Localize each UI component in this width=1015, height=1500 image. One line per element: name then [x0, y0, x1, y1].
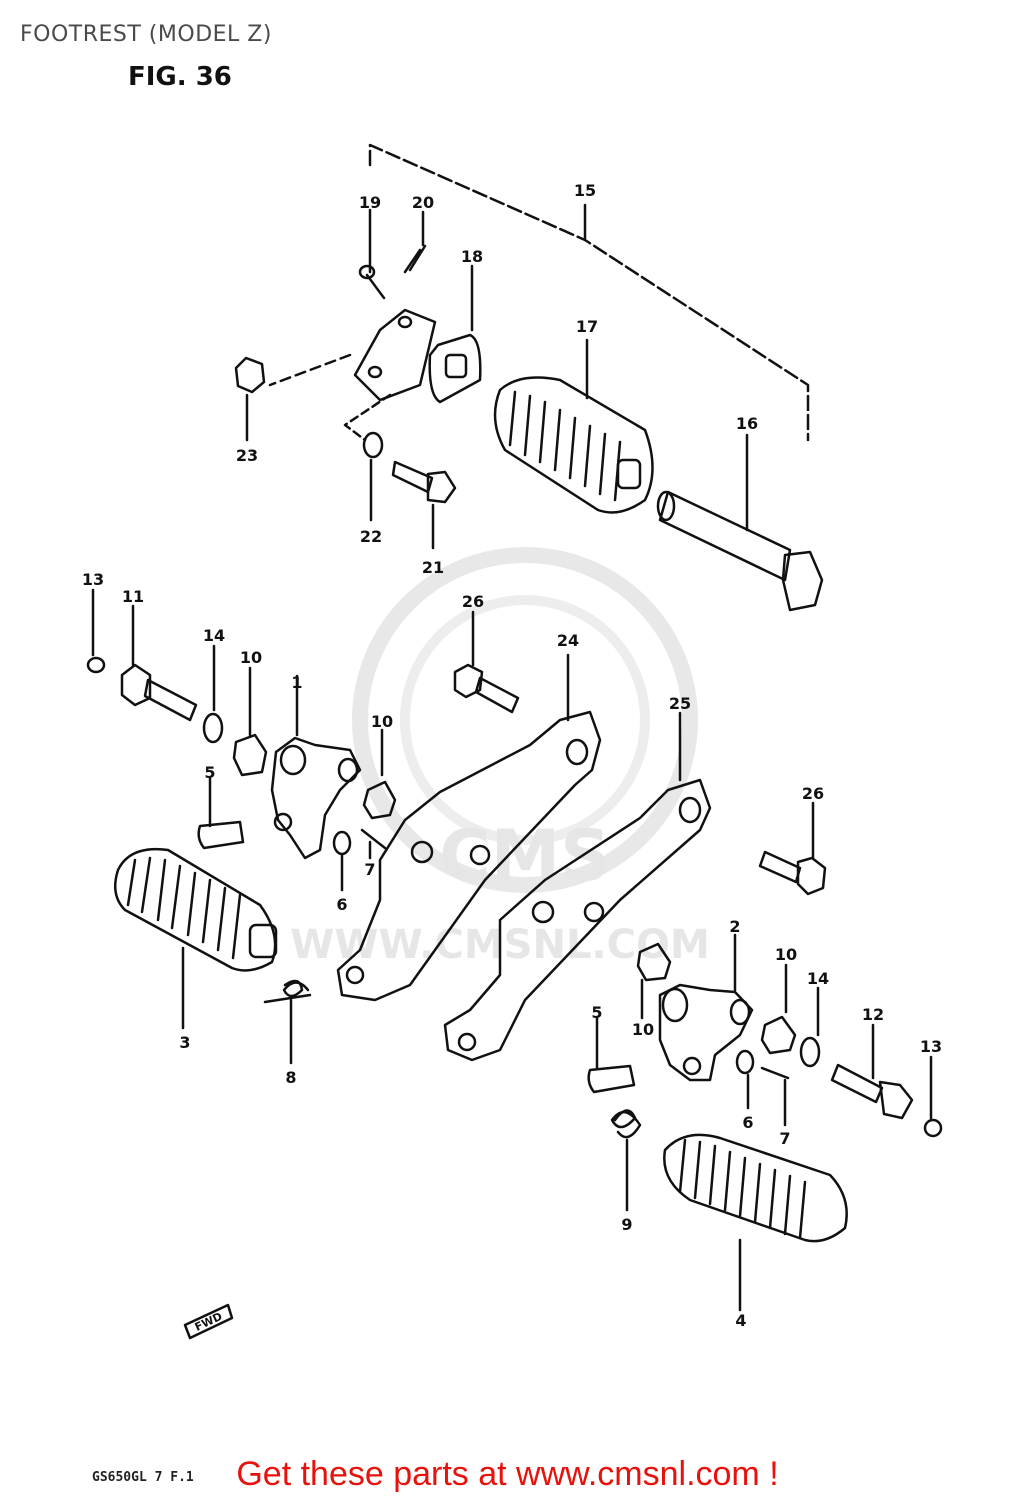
part-10-collar-a — [232, 666, 268, 777]
callout-5-right: 5 — [591, 1003, 602, 1022]
callout-23: 23 — [236, 446, 258, 465]
part-19-pin — [358, 208, 386, 300]
callout-8: 8 — [285, 1068, 296, 1087]
callout-19: 19 — [359, 193, 381, 212]
callout-10-b: 10 — [371, 712, 393, 731]
callout-18: 18 — [461, 247, 483, 266]
callout-13-right: 13 — [920, 1037, 942, 1056]
part-3-footpeg-left — [113, 847, 278, 1030]
part-16-shaft — [656, 433, 824, 612]
part-7-cotter-right — [760, 1066, 790, 1127]
part-24-bracket-arm — [336, 653, 602, 1002]
part-10-collar-c — [636, 942, 672, 1020]
part-18-plate — [428, 264, 482, 404]
callout-12: 12 — [862, 1005, 884, 1024]
promo-link[interactable]: Get these parts at www.cmsnl.com ! — [236, 1455, 779, 1493]
callout-15: 15 — [574, 181, 596, 200]
callout-24: 24 — [557, 631, 579, 650]
figure-label: FIG. 36 — [128, 62, 232, 92]
part-21-bolt — [391, 460, 457, 550]
callout-10-a: 10 — [240, 648, 262, 667]
part-26-bolt-lower — [758, 801, 827, 896]
part-10-collar-b — [362, 728, 397, 820]
part-26-bolt-upper — [453, 610, 520, 714]
callout-6-left: 6 — [336, 895, 347, 914]
part-1-pivot-bracket — [270, 674, 362, 860]
part-22-washer — [362, 431, 384, 522]
model-code: GS650GL 7 F.1 — [92, 1470, 194, 1485]
part-2-pivot-bracket — [658, 933, 754, 1082]
callout-14-right: 14 — [807, 969, 829, 988]
callout-21: 21 — [422, 558, 444, 577]
callout-11: 11 — [122, 587, 144, 606]
callout-22: 22 — [360, 527, 382, 546]
callout-26-lower: 26 — [802, 784, 824, 803]
page-title: FOOTREST (MODEL Z) — [20, 22, 272, 47]
part-6-washer-right — [735, 1049, 755, 1110]
callout-13-left: 13 — [82, 570, 104, 589]
callout-6-right: 6 — [742, 1113, 753, 1132]
callout-1: 1 — [291, 673, 302, 692]
part-5-pin-left — [197, 776, 245, 850]
part-12-bolt — [830, 1023, 914, 1120]
part-25-bracket-arm — [443, 711, 712, 1062]
callout-7-left: 7 — [364, 860, 375, 879]
part-4-footpeg-right — [663, 1133, 848, 1312]
callout-4: 4 — [735, 1311, 746, 1330]
callout-16: 16 — [736, 414, 758, 433]
callout-14-left: 14 — [203, 626, 225, 645]
part-11-bolt — [120, 604, 198, 722]
callout-25: 25 — [669, 694, 691, 713]
part-20-clip — [403, 210, 427, 274]
part-8-spring-left — [263, 979, 312, 1065]
callout-5-left: 5 — [204, 763, 215, 782]
part-14-washer-left — [202, 644, 224, 744]
callout-7-right: 7 — [779, 1129, 790, 1148]
callout-3: 3 — [179, 1033, 190, 1052]
callout-labels: 1 2 3 4 5 5 6 6 7 7 8 9 10 10 10 10 11 1… — [82, 181, 942, 1330]
watermark-brand: CMS — [439, 815, 610, 897]
part-17-rubber — [493, 338, 654, 514]
callout-2: 2 — [729, 917, 740, 936]
part-10-collar-d — [760, 963, 797, 1055]
fwd-arrow-icon — [183, 1303, 234, 1340]
part-13-nut-right — [923, 1055, 943, 1138]
part-14-washer-right — [799, 986, 821, 1068]
callout-26-upper: 26 — [462, 592, 484, 611]
part-13-nut-left — [86, 588, 106, 674]
part-6-washer-left — [332, 830, 352, 892]
callout-10-d: 10 — [775, 945, 797, 964]
part-7-cotter-left — [360, 828, 387, 860]
callout-20: 20 — [412, 193, 434, 212]
part-23-nut — [234, 356, 266, 442]
part-5-pin-right — [587, 1016, 636, 1094]
callout-17: 17 — [576, 317, 598, 336]
callout-10-c: 10 — [632, 1020, 654, 1039]
part-15-bracket — [268, 308, 437, 442]
part-9-spring-right — [610, 1109, 642, 1212]
callout-9: 9 — [621, 1215, 632, 1234]
